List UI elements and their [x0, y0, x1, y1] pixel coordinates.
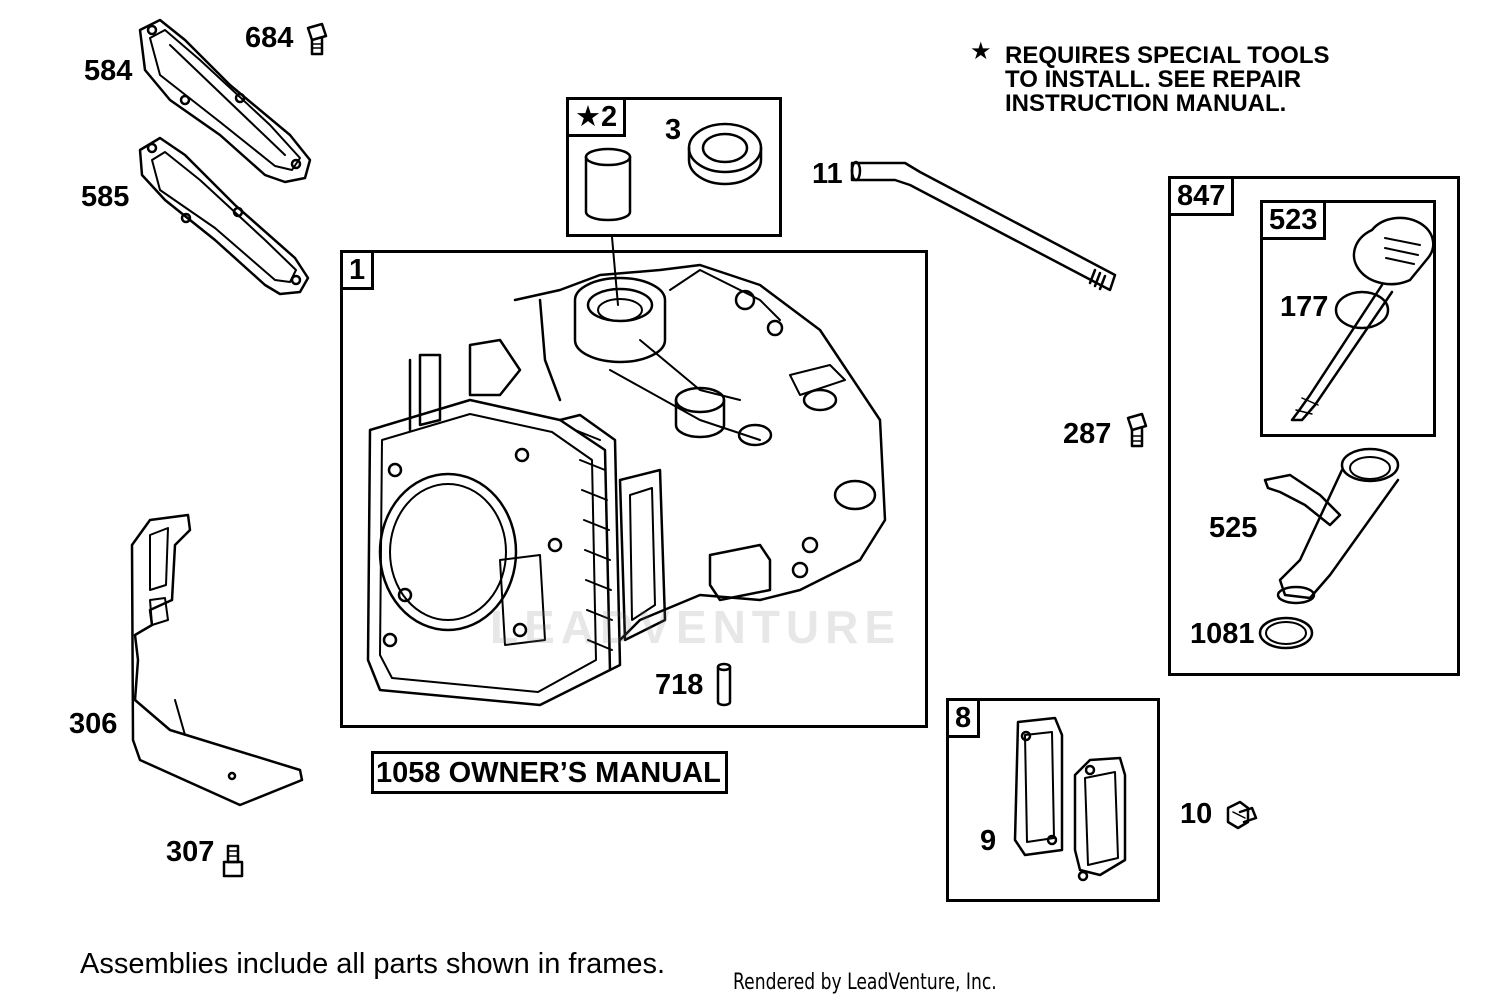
part-label-525[interactable]: 525	[1209, 512, 1258, 544]
breather-gasket-9-drawing	[1013, 716, 1127, 882]
frame-label-2-number: 2	[601, 101, 618, 133]
screw-287-drawing	[1126, 412, 1148, 448]
dipstick-kit-frame	[1260, 200, 1436, 437]
air-guide-306-drawing	[130, 513, 304, 807]
gasket-584-drawing	[138, 18, 312, 184]
screw-684-drawing	[306, 22, 328, 56]
breather-kit-frame	[946, 698, 1160, 902]
bushing-and-seal-drawing	[584, 122, 763, 306]
special-tools-note-star-icon: ★	[970, 38, 992, 65]
part-label-306[interactable]: 306	[69, 708, 118, 740]
part-label-3[interactable]: 3	[665, 114, 682, 146]
frame-label-847[interactable]: 847	[1168, 176, 1235, 216]
frame-label-1[interactable]: 1	[340, 250, 375, 290]
special-tools-note-line2: TO INSTALL. SEE REPAIR	[1005, 66, 1302, 93]
special-tools-note-line1: REQUIRES SPECIAL TOOLS	[1005, 42, 1330, 69]
dipstick-tube-kit-frame	[1168, 176, 1460, 676]
cylinder-block-drawing	[366, 263, 887, 707]
rod-11-drawing	[850, 160, 1117, 292]
cylinder-assembly-frame	[340, 250, 928, 728]
gasket-585-drawing	[138, 136, 310, 296]
dipstick-tube-525-drawing	[1263, 447, 1400, 605]
part-label-1081[interactable]: 1081	[1190, 618, 1255, 650]
screw-307-drawing	[222, 844, 244, 878]
part-label-718[interactable]: 718	[655, 669, 704, 701]
frame-label-8[interactable]: 8	[946, 698, 981, 738]
part-label-177[interactable]: 177	[1280, 291, 1329, 323]
part-label-684[interactable]: 684	[245, 22, 294, 54]
part-label-307[interactable]: 307	[166, 836, 215, 868]
part-label-585[interactable]: 585	[81, 181, 130, 213]
dipstick-523-drawing	[1290, 216, 1435, 422]
special-tools-star-icon: ★	[575, 101, 601, 133]
assemblies-footnote: Assemblies include all parts shown in fr…	[80, 948, 666, 980]
part-label-9[interactable]: 9	[980, 825, 997, 857]
part-label-287[interactable]: 287	[1063, 418, 1112, 450]
o-ring-1081-drawing	[1258, 616, 1314, 650]
bushing-kit-frame	[566, 97, 782, 237]
part-label-584[interactable]: 584	[84, 55, 133, 87]
dowel-pin-718-drawing	[716, 662, 732, 707]
screw-10-drawing	[1226, 800, 1258, 830]
frame-label-2[interactable]: ★2	[566, 97, 627, 137]
part-label-11[interactable]: 11	[812, 158, 843, 190]
watermark: LEADVENTURE	[490, 601, 902, 653]
frame-label-523[interactable]: 523	[1260, 200, 1327, 240]
render-credit: Rendered by LeadVenture, Inc.	[733, 970, 997, 995]
owners-manual-label-1058[interactable]: 1058 OWNER’S MANUAL	[371, 751, 728, 794]
part-label-10[interactable]: 10	[1180, 798, 1213, 830]
special-tools-note-line3: INSTRUCTION MANUAL.	[1005, 90, 1287, 117]
